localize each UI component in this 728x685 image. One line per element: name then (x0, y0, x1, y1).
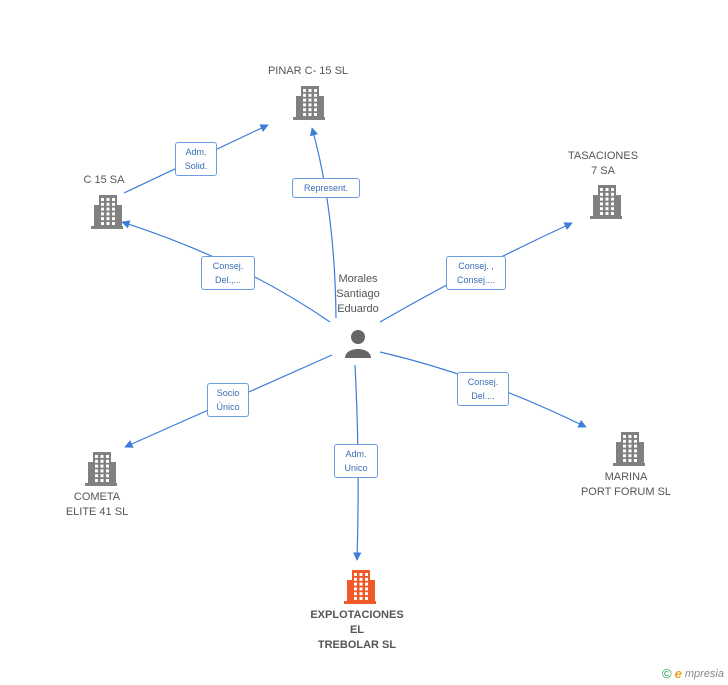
company-label: COMETA ELITE 41 SL (65, 491, 129, 518)
brand-rest: mpresia (684, 667, 724, 680)
company-label: EXPLOTACIONES EL TREBOLAR SL (310, 609, 404, 651)
relation-label[interactable]: Socio Único (207, 383, 249, 417)
company-label: TASACIONES 7 SA (567, 150, 639, 177)
relation-label[interactable]: Consej. Del.,... (201, 256, 255, 290)
building-icon (91, 195, 123, 229)
building-icon (613, 432, 645, 466)
person-node[interactable]: Morales Santiago Eduardo (318, 272, 398, 317)
brand-initial: e (674, 666, 682, 681)
company-node-pinar[interactable]: PINAR C- 15 SL (258, 64, 358, 79)
building-icon (344, 570, 376, 604)
company-node-cometa[interactable]: COMETA ELITE 41 SL (52, 490, 142, 520)
company-label: MARINA PORT FORUM SL (580, 471, 672, 498)
copyright-symbol: © (662, 666, 672, 681)
company-node-tasaciones[interactable]: TASACIONES 7 SA (558, 149, 648, 179)
company-label: C 15 SA (83, 174, 125, 186)
company-node-marina[interactable]: MARINA PORT FORUM SL (576, 470, 676, 500)
relation-label[interactable]: Consej. Del.... (457, 372, 509, 406)
relation-label[interactable]: Consej. , Consej.... (446, 256, 506, 290)
relation-label[interactable]: Adm. Solid. (175, 142, 217, 176)
edge-center-pinar (309, 127, 337, 319)
person-name: Morales Santiago Eduardo (336, 273, 380, 315)
company-node-explotaciones[interactable]: EXPLOTACIONES EL TREBOLAR SL (297, 608, 417, 653)
building-icon (85, 452, 117, 486)
relation-label[interactable]: Represent. (292, 178, 360, 198)
company-node-c15[interactable]: C 15 SA (64, 173, 144, 188)
company-label: PINAR C- 15 SL (267, 65, 349, 77)
person-icon (345, 330, 371, 358)
building-icon (590, 185, 622, 219)
building-icon (293, 86, 325, 120)
relation-label[interactable]: Adm. Unico (334, 444, 378, 478)
